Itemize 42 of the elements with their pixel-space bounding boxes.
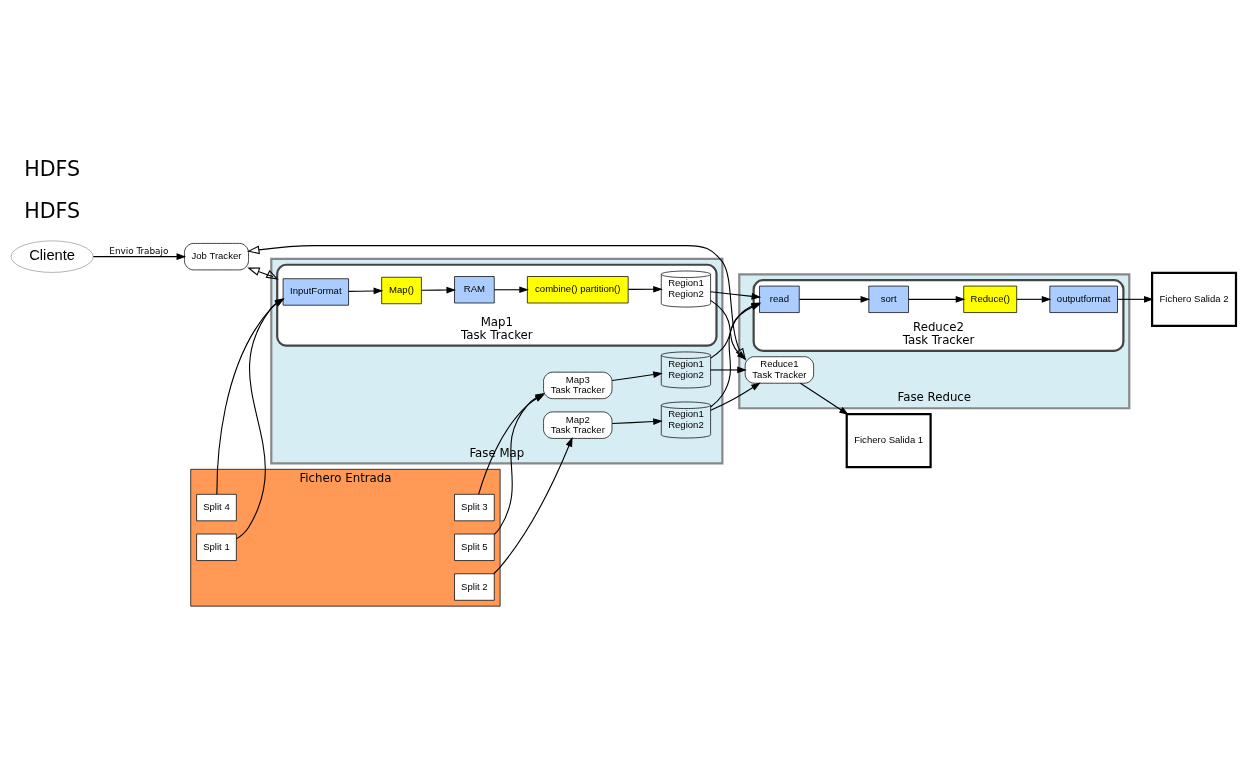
arrow: [799, 382, 849, 415]
node-box: InputFormat: [282, 277, 349, 306]
node-box: Fichero Salida 1: [845, 412, 932, 468]
arrow: [493, 436, 573, 574]
node-box: Map3 Task Tracker: [543, 371, 613, 399]
node-ellipse: Cliente: [10, 240, 94, 273]
arrow: [348, 287, 384, 294]
label: HDFS: [24, 156, 81, 181]
arrow: [1117, 295, 1154, 303]
arrow: [421, 286, 456, 293]
node-box: Reduce1 Task Tracker: [744, 355, 814, 384]
arrow: [627, 285, 663, 293]
node-box: Split 4: [196, 493, 237, 521]
arrow: [798, 295, 871, 303]
label: HDFS: [24, 198, 81, 223]
arrow: [1016, 295, 1052, 303]
node-box: sort: [868, 285, 909, 313]
arrow: [710, 290, 762, 300]
node-box: Map(): [381, 276, 422, 304]
node-box: Split 5: [454, 533, 495, 561]
arrow: [247, 244, 746, 361]
arrow: [611, 417, 663, 425]
node-box: read: [759, 285, 800, 313]
arrow: [92, 252, 187, 260]
node-box: Fichero Salida 2: [1151, 271, 1238, 327]
node-box: Split 2: [454, 572, 495, 601]
arrow: [611, 370, 663, 381]
node-box: RAM: [454, 275, 495, 303]
node-box: Map2 Task Tracker: [543, 411, 613, 439]
node-box: Split 1: [196, 533, 237, 561]
node-box: Job Tracker: [184, 242, 249, 270]
node-box: Reduce(): [963, 285, 1018, 313]
arrow: [710, 366, 747, 373]
arrow: [710, 299, 747, 360]
edge-label: Envio Trabajo: [109, 245, 169, 256]
node-box: combine() partition(): [527, 275, 629, 303]
node-box: outputformat: [1049, 285, 1118, 313]
arrow: [493, 285, 529, 293]
arrow: [908, 295, 966, 303]
node-box: Split 3: [454, 493, 495, 521]
arrow: [247, 266, 279, 280]
arrow: [710, 381, 761, 411]
